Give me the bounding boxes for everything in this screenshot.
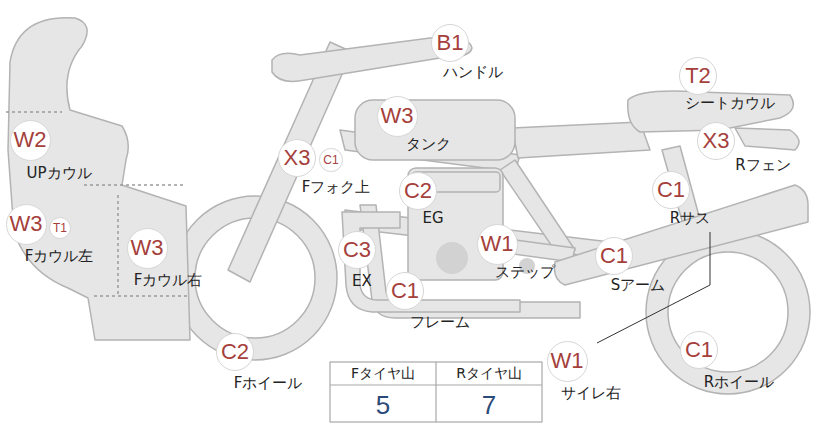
part-name: EX [352, 273, 372, 290]
callout-code: B1 [437, 32, 464, 54]
callout-circle: B1 [431, 24, 469, 62]
part-name: フレーム [410, 314, 470, 331]
callout-code: C3 [343, 239, 371, 261]
callout-circle: W2 [10, 120, 51, 161]
callout-circle: W3 [6, 204, 47, 245]
callout-circle: W3 [127, 228, 168, 269]
callout-code: W3 [381, 105, 414, 127]
callout-circle: T1 [49, 217, 71, 239]
callout-circle: W1 [477, 224, 518, 265]
part-name: Rホイール [704, 374, 774, 391]
callout-circle: C1 [386, 272, 424, 310]
callout-circle: T2 [679, 57, 717, 95]
callout-circle: C2 [399, 172, 437, 210]
table-header: Rタイヤ山 [456, 365, 522, 383]
callout-circle: C3 [338, 231, 376, 269]
callout-circle: C1 [595, 237, 633, 275]
table-value: 5 [376, 390, 390, 421]
callout-circle: W1 [547, 341, 588, 382]
callout-code: C2 [404, 180, 432, 202]
callout-code: W1 [481, 233, 514, 255]
part-name: Fホイール [234, 375, 303, 392]
part-name: Fカウル右 [134, 272, 203, 289]
callout-circle: C1 [680, 331, 718, 369]
part-name: シートカウル [685, 95, 775, 112]
callout-circle: X3 [697, 122, 735, 160]
callout-code: T2 [685, 65, 711, 87]
table-value: 7 [482, 390, 496, 421]
part-name: Sアーム [611, 277, 666, 294]
callout-code: C2 [221, 341, 249, 363]
table-header: Fタイヤ山 [351, 365, 415, 383]
part-name: UPカウル [26, 165, 91, 182]
callout-code: T1 [53, 222, 67, 234]
callout-code: X3 [703, 130, 730, 152]
callout-code: C1 [657, 179, 685, 201]
callout-circle: C2 [216, 333, 254, 371]
callout-circle: C1 [652, 171, 690, 209]
callout-code: W1 [551, 350, 584, 372]
callout-circle: X3 [278, 139, 316, 177]
part-name: Fフォク上 [302, 179, 371, 196]
callout-code: W3 [10, 213, 43, 235]
part-name: ステップ [495, 264, 555, 281]
part-name: EG [422, 210, 443, 227]
part-name: Rサス [670, 210, 710, 227]
part-name: サイレ右 [561, 385, 621, 402]
part-name: Fカウル左 [25, 248, 94, 265]
part-name: Rフェン [735, 157, 790, 174]
callout-code: W3 [131, 237, 164, 259]
callout-code: C1 [391, 280, 419, 302]
part-name: ハンドル [443, 64, 503, 81]
callout-code: W2 [14, 129, 47, 151]
callout-circle: C1 [319, 148, 342, 171]
callout-code: C1 [600, 245, 628, 267]
callout-code: C1 [323, 154, 338, 166]
callout-circle: W3 [377, 96, 418, 137]
callout-code: X3 [284, 147, 311, 169]
callout-code: C1 [685, 339, 713, 361]
part-name: タンク [406, 136, 451, 153]
